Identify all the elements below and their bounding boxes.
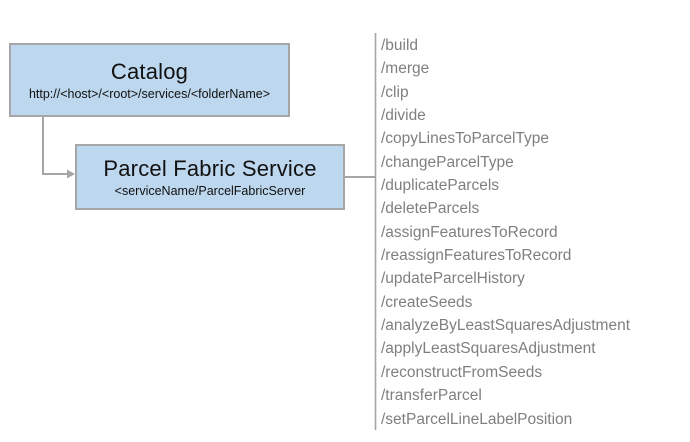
- endpoint-item: /divide: [381, 107, 426, 125]
- endpoint-item: /transferParcel: [381, 387, 482, 405]
- endpoint-item: /applyLeastSquaresAdjustment: [381, 340, 596, 358]
- endpoint-item: /build: [381, 37, 419, 54]
- endpoint-item: /createSeeds: [381, 293, 473, 311]
- catalog-url: http://<host>/<root>/services/<folderNam…: [28, 87, 271, 102]
- endpoint-item: /duplicateParcels: [381, 177, 500, 195]
- catalog-to-service-connector: [42, 117, 68, 175]
- catalog-title: Catalog: [110, 58, 189, 84]
- endpoint-item: /analyzeByLeastSquaresAdjustment: [381, 317, 631, 335]
- catalog-node: Catalog http://<host>/<root>/services/<f…: [9, 43, 290, 117]
- parcel-fabric-service-node: Parcel Fabric Service <serviceName/Parce…: [75, 144, 345, 210]
- service-url: <serviceName/ParcelFabricServer: [114, 184, 306, 199]
- endpoint-item: /merge: [381, 60, 430, 78]
- connector-arrowhead-icon: [67, 169, 75, 179]
- endpoint-item: /copyLinesToParcelType: [381, 130, 550, 148]
- endpoint-item: /changeParcelType: [381, 153, 514, 171]
- endpoint-item: /reassignFeaturesToRecord: [381, 247, 572, 265]
- endpoint-item: /deleteParcels: [381, 200, 480, 218]
- endpoint-item: /reconstructFromSeeds: [381, 363, 543, 381]
- service-title: Parcel Fabric Service: [103, 155, 317, 181]
- endpoint-item: /updateParcelHistory: [381, 270, 525, 288]
- endpoint-list: /build /merge /clip /divide /copyLinesTo…: [381, 34, 681, 431]
- endpoint-item: /clip: [381, 83, 409, 101]
- endpoint-item: /setParcelLineLabelPosition: [381, 410, 573, 428]
- endpoint-item: /assignFeaturesToRecord: [381, 223, 558, 241]
